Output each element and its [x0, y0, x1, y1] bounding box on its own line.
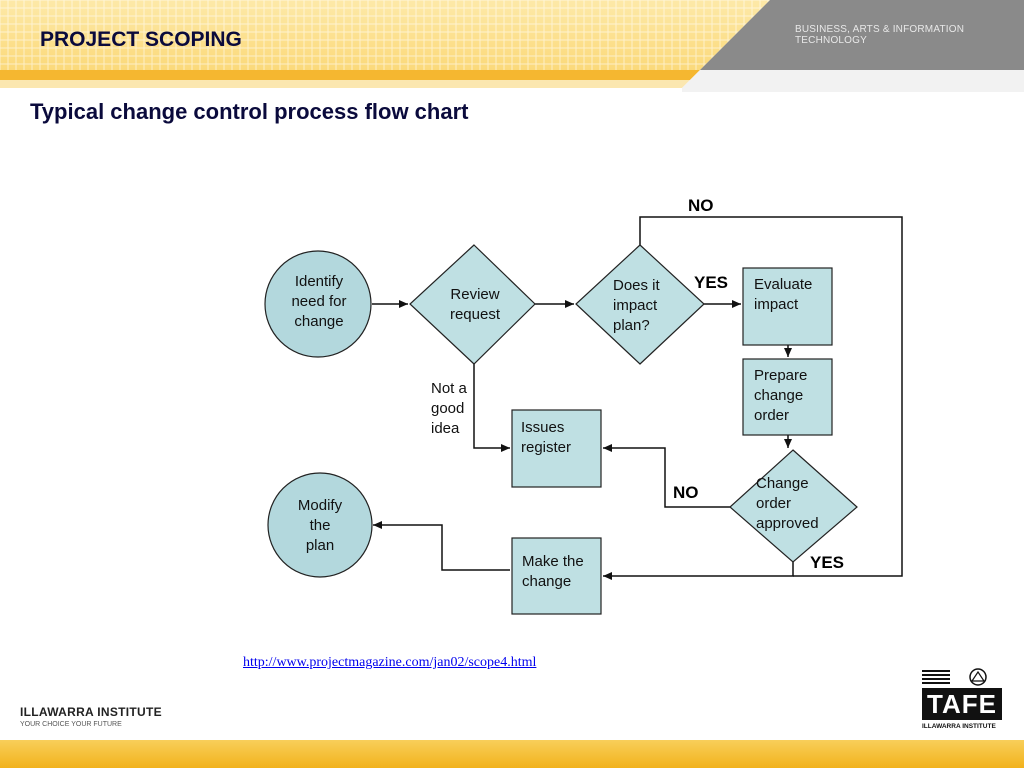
node-identify-shape [264, 250, 372, 358]
illawarra-logo-tagline: YOUR CHOICE YOUR FUTURE [20, 721, 122, 728]
connectors [372, 216, 903, 580]
node-prepare-shape [742, 358, 833, 436]
edge-review-issues [473, 364, 510, 452]
footer-band [0, 740, 1024, 768]
node-approved-shape [729, 449, 858, 563]
edge-approved-make [603, 562, 794, 580]
division-label: BUSINESS, ARTS & INFORMATION TECHNOLOGY [795, 24, 965, 46]
node-issues-label: Issues register [521, 419, 572, 456]
node-modify-shape [267, 472, 373, 578]
note-not-good-idea: Not a good idea [431, 380, 467, 437]
node-impact-label: Does it impact plan? [613, 277, 660, 334]
edge-make-modify [373, 521, 510, 571]
edge-label-impact-yes: YES [694, 273, 729, 292]
edge-label-approved-yes: YES [810, 553, 845, 572]
node-review-label: Review request [449, 286, 501, 323]
node-make-shape [511, 537, 602, 615]
tafe-logo-sub: ILLAWARRA INSTITUTE [922, 723, 996, 730]
node-modify-label: Modify the plan [297, 497, 343, 554]
node-evaluate-label: Evaluate impact [754, 276, 813, 313]
node-impact-shape [575, 244, 705, 365]
illawarra-logo: ILLAWARRA INSTITUTE YOUR CHOICE YOUR FUT… [20, 705, 170, 735]
tafe-logo: TAFE ILLAWARRA INSTITUTE [922, 668, 1004, 736]
header-band [0, 0, 1024, 92]
edge-approved-issues [603, 444, 730, 508]
crest-icon [922, 668, 987, 686]
node-review-shape [409, 244, 536, 365]
node-issues-shape [511, 409, 602, 488]
edge-impact-no-loop [639, 216, 903, 577]
node-approved-label: Change order approved [756, 475, 819, 532]
slide-title: Typical change control process flow char… [30, 99, 469, 124]
illawarra-logo-name: ILLAWARRA INSTITUTE [20, 705, 162, 719]
edge-label-impact-no: NO [688, 196, 714, 215]
node-identify-label: Identify need for change [291, 273, 347, 330]
source-link[interactable]: http://www.projectmagazine.com/jan02/sco… [243, 655, 537, 670]
edge-label-approved-no: NO [673, 483, 699, 502]
node-prepare-label: Prepare change order [754, 367, 808, 424]
tafe-logo-name: TAFE [922, 688, 1002, 720]
section-title: PROJECT SCOPING [40, 28, 242, 51]
node-make-label: Make the change [522, 553, 584, 590]
node-evaluate-shape [742, 267, 833, 346]
